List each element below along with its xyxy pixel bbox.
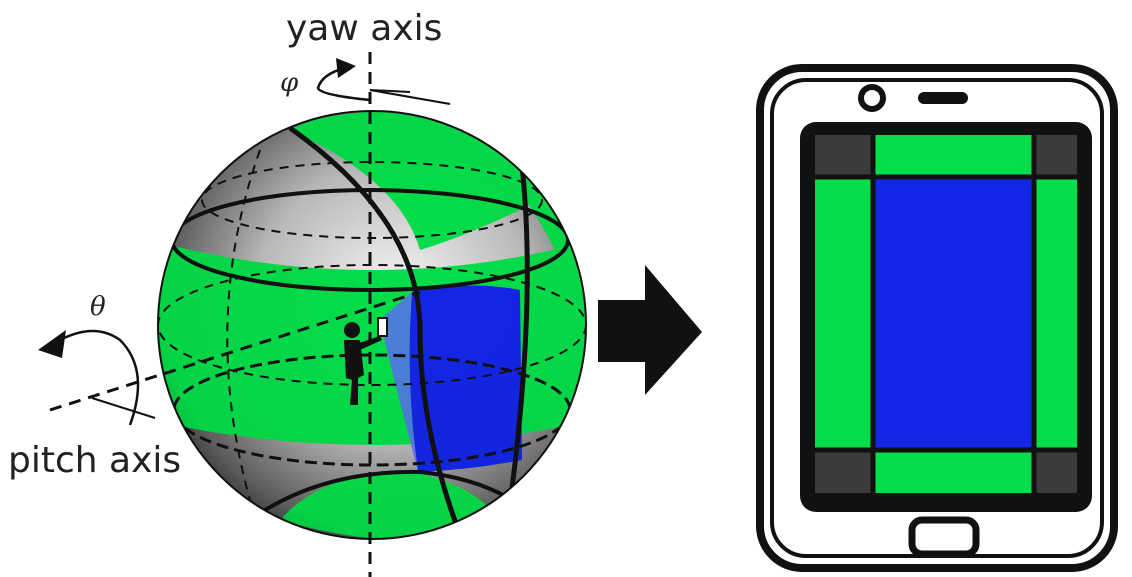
phone-camera [858, 84, 886, 112]
phone-home-button [908, 516, 980, 558]
yaw-angle-label: φ [280, 68, 299, 98]
screen-corner-top-right [1034, 135, 1077, 177]
screen-corner-bottom-right [1034, 450, 1077, 493]
yaw-rotation-arrow [316, 58, 451, 105]
sphere-outline [157, 110, 587, 540]
pitch-rotation-arrow [38, 329, 156, 426]
phone-speaker [918, 92, 968, 104]
person-holding-phone-icon [344, 317, 388, 405]
screen-corner-top-left [815, 135, 873, 177]
screen-corner-bottom-left [815, 450, 873, 493]
smartphone-icon [756, 64, 1118, 572]
pitch-angle-label: θ [90, 292, 106, 322]
yaw-axis-label: yaw axis [286, 8, 443, 49]
right-arrow-icon [598, 265, 702, 395]
pitch-axis-label: pitch axis [8, 440, 182, 481]
pitch-axis-line [49, 290, 421, 412]
phone-screen [800, 122, 1092, 512]
screen-viewport [873, 177, 1034, 450]
sphere [157, 110, 587, 540]
